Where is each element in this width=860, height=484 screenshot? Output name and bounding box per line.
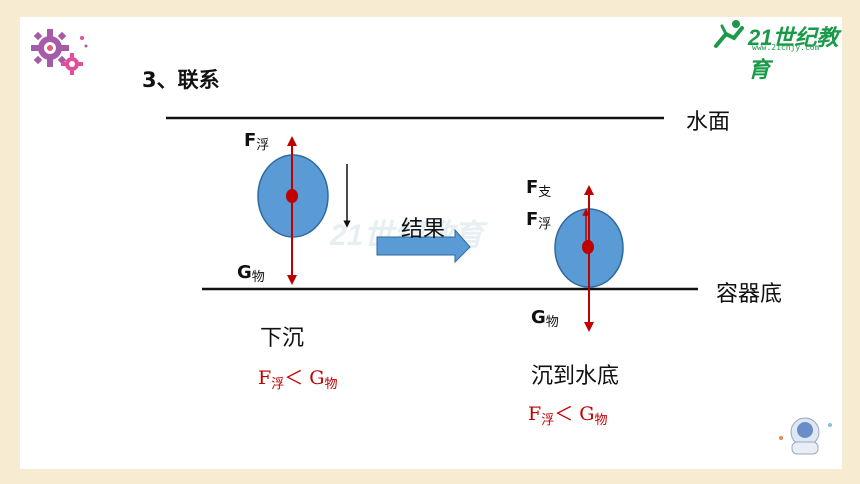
buoyant-force-label: F浮 [244, 130, 270, 153]
astronaut-icon [779, 417, 832, 455]
gravity-label-2: G物 [531, 307, 559, 330]
result-arrow [376, 228, 471, 264]
brand-name: 21世纪教育 [748, 25, 839, 82]
brand-url: www.21cnjy.com [752, 43, 820, 52]
result-label: 结果 [401, 217, 446, 242]
relation-left: F浮＜ G物 [258, 367, 338, 392]
relation-right: F浮＜ G物 [528, 403, 608, 428]
gravity-label: G物 [237, 262, 265, 285]
container-bottom-label: 容器底 [716, 282, 783, 307]
buoyant-force-label-2: F浮 [526, 209, 552, 232]
sink-label: 下沉 [260, 326, 305, 351]
brand-logo-icon [714, 20, 744, 48]
water-surface-label: 水面 [686, 110, 731, 135]
sink-to-bottom-label: 沉到水底 [531, 364, 620, 389]
support-force-label: F支 [526, 177, 552, 200]
gear-icon [31, 29, 88, 75]
center-dot [286, 189, 298, 203]
page-title: 3、联系 [142, 68, 220, 92]
center-dot-2 [582, 240, 594, 254]
